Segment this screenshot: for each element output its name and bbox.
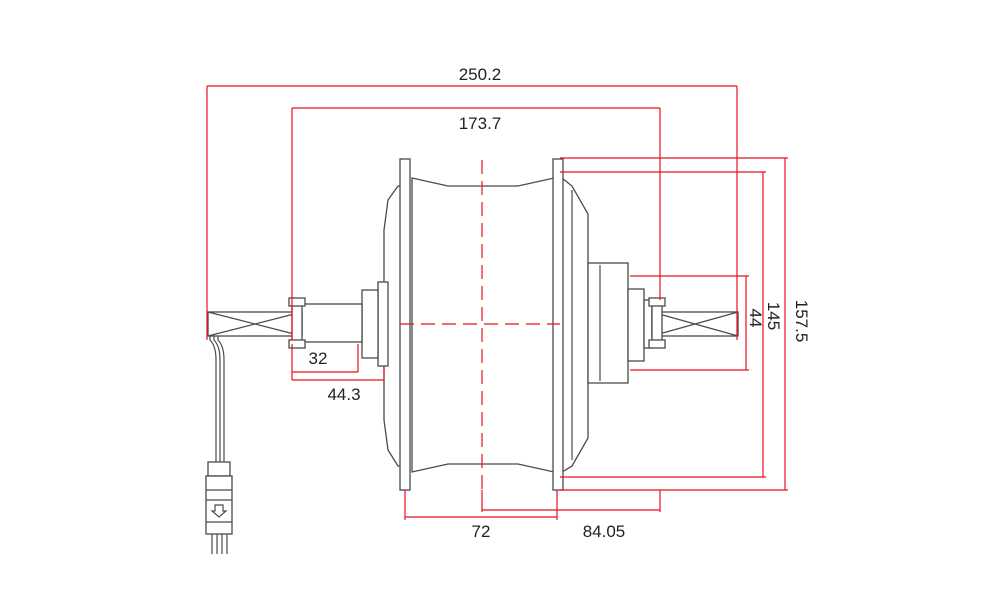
dim-flange-outer-span: 173.7 — [459, 114, 502, 133]
left-axle-flat-cross — [207, 311, 303, 337]
dim-flange-offset: 84.05 — [583, 522, 626, 541]
motor-cable — [205, 336, 233, 554]
right-axle-nut-top — [648, 297, 666, 307]
left-axle-nut-top — [288, 297, 306, 307]
left-axle-nut-bottom — [288, 339, 306, 349]
left-axle-shaft — [297, 303, 363, 343]
connector-pins — [211, 534, 228, 554]
left-bearing-step-inner — [361, 289, 379, 359]
dim-left-axle-to-hub: 44.3 — [327, 385, 360, 404]
dimension-lines — [206, 85, 788, 520]
right-boss — [587, 262, 629, 384]
left-axle-nut — [291, 301, 303, 345]
dim-left-axle-flat: 32 — [309, 349, 328, 368]
right-bearing-step — [627, 288, 645, 362]
right-axle-nut-bottom — [648, 339, 666, 349]
dim-flange-spacing: 72 — [472, 522, 491, 541]
right-axle-flat-cross — [651, 311, 739, 337]
right-side-cover — [561, 176, 589, 474]
connector-collar — [207, 461, 231, 477]
dim-overall-diameter: 157.5 — [792, 300, 811, 343]
connector-arrow-icon — [210, 504, 228, 518]
dim-hub-end-height: 44 — [746, 309, 765, 328]
left-bearing-step-outer — [377, 281, 389, 367]
hub-drum — [411, 177, 555, 473]
dim-flange-height: 145 — [764, 302, 783, 330]
hub-motor-body — [207, 158, 739, 491]
dim-overall-axle-length: 250.2 — [459, 65, 502, 84]
right-axle-nut — [651, 301, 663, 345]
